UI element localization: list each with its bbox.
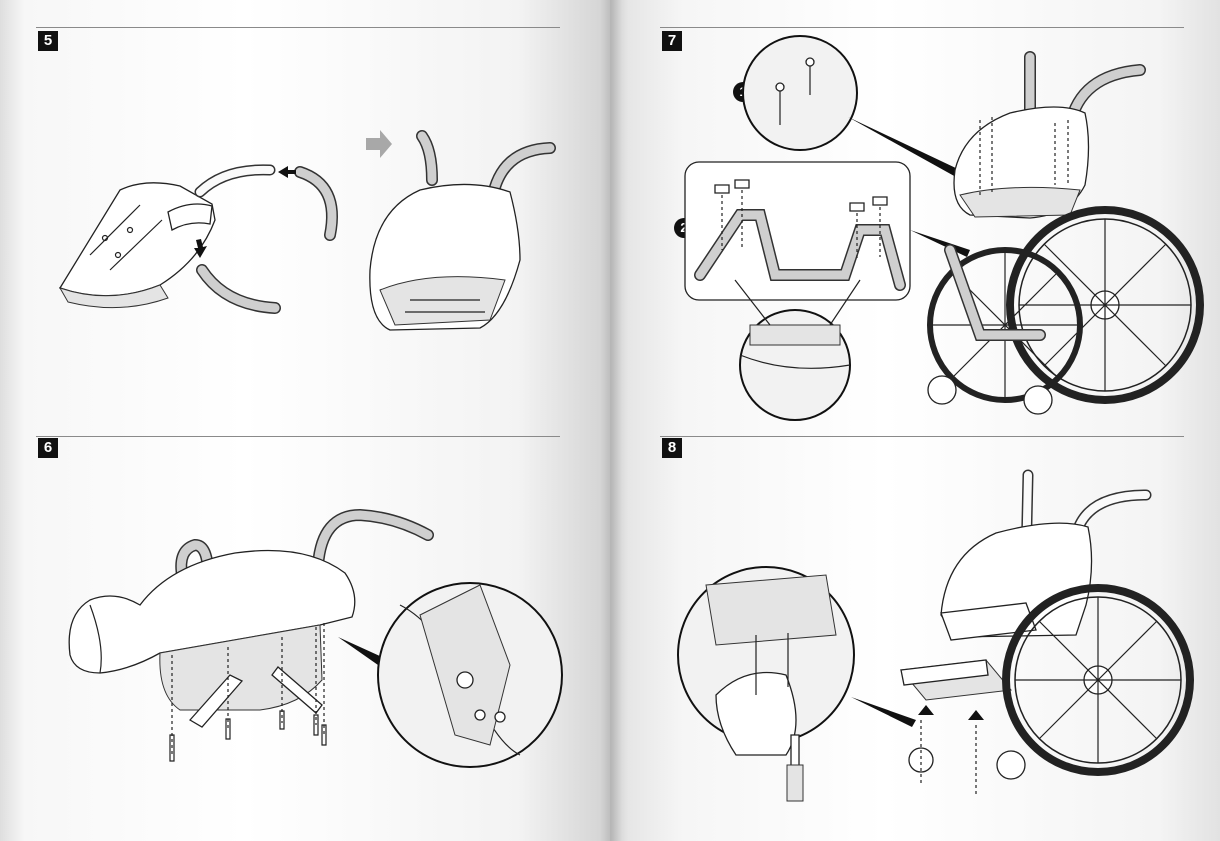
- step-5-illustration: [58, 130, 556, 331]
- step-6-rule: [36, 436, 560, 437]
- step-6-illustration: [68, 508, 563, 768]
- wheelchair-with-footrest: [900, 469, 1194, 795]
- pointer-line: [910, 230, 970, 257]
- seat-shell-side-view: [68, 508, 434, 711]
- seat-shell-underside: [58, 182, 216, 309]
- step-number-badge: 8: [662, 438, 682, 458]
- book-gutter-shadow: [600, 0, 622, 841]
- arrow-up-icon: [194, 239, 207, 258]
- pointer-line: [851, 697, 916, 727]
- backrest-tube-lower: [196, 264, 281, 314]
- step-number-badge: 7: [662, 31, 682, 51]
- step-8-illustration: [677, 469, 1194, 802]
- screws: [169, 710, 327, 762]
- detail-magnifier: [377, 582, 563, 768]
- screw-guide-lines: [171, 623, 325, 755]
- arrow-left-icon: [278, 166, 296, 178]
- pointer-line: [848, 117, 960, 177]
- step-5-rule: [36, 27, 560, 28]
- detail-magnifier-screws: [742, 35, 858, 151]
- detail-frame-clamps: [684, 161, 911, 301]
- step-7-rule: [660, 27, 1184, 28]
- detail-magnifier-footrest: [677, 566, 855, 802]
- backrest-tube-upper: [194, 164, 338, 241]
- pointer-line: [734, 279, 861, 326]
- step-number-badge: 6: [38, 438, 58, 458]
- wheelchair: [927, 51, 1204, 415]
- step-number-badge: 5: [38, 31, 58, 51]
- step-7-illustration: [684, 35, 1204, 421]
- gray-arrow-right-icon: [366, 130, 392, 158]
- assembled-seat: [369, 130, 556, 331]
- detail-magnifier-clamp: [739, 309, 851, 421]
- step-8-rule: [660, 436, 1184, 437]
- mounting-brackets: [188, 666, 323, 728]
- pointer-line: [338, 637, 382, 665]
